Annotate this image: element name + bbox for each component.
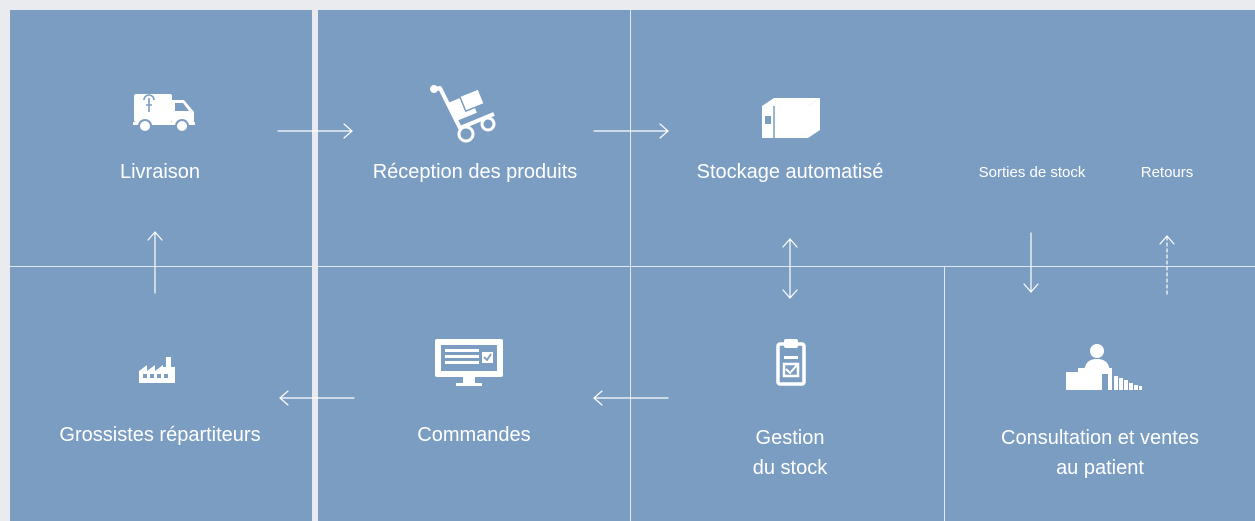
horizontal-divider-right [318,266,1255,267]
retours-label: Retours [1140,164,1194,181]
arrow-gestion-to-commandes [593,390,669,406]
livraison-label: Livraison [119,161,201,183]
hand-truck-icon [430,85,496,143]
sorties-label: Sorties de stock [978,164,1086,181]
arrow-sorties-down [1023,232,1039,293]
storage-box-icon [762,98,820,138]
factory-icon [139,357,175,383]
arrow-commandes-to-grossistes [279,390,355,406]
arrow-retours-up [1159,235,1175,295]
grossistes-label: Grossistes répartiteurs [59,424,261,446]
consultation-label-line1: Consultation et ventes [1001,427,1199,449]
delivery-van-icon [133,94,195,133]
reception-label: Réception des produits [372,161,578,183]
vertical-divider-bottom-right [944,267,945,521]
horizontal-divider-left [10,266,312,267]
gestion-label-line1: Gestion [755,427,825,449]
clipboard-checklist-icon [776,339,806,386]
computer-monitor-icon [435,339,503,386]
arrow-stockage-gestion-bidirectional [782,238,798,299]
vertical-divider-center [630,10,631,521]
arrow-livraison-to-reception [277,123,353,139]
gestion-label-line2: du stock [752,457,828,479]
consultation-label-line2: au patient [1056,457,1144,479]
commandes-label: Commandes [417,424,531,446]
arrow-reception-to-stockage [593,123,669,139]
arrow-grossistes-to-livraison [147,231,163,294]
pharmacist-counter-icon [1066,344,1142,390]
stockage-label: Stockage automatisé [696,161,884,183]
